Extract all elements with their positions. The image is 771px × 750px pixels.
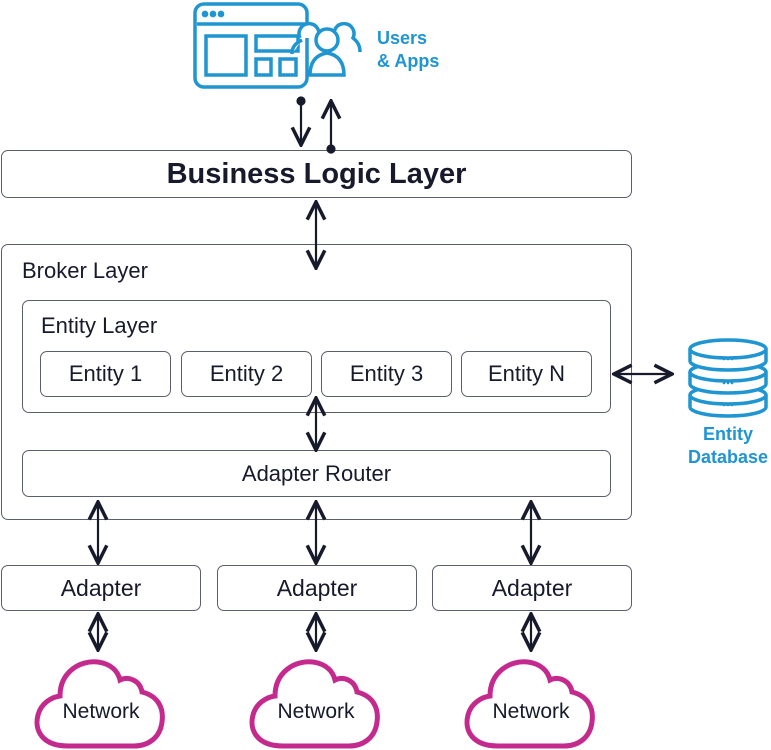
browser-users-icon: [193, 2, 362, 89]
network-label: Network: [492, 700, 570, 723]
entity-layer-title: Entity Layer: [41, 313, 158, 338]
network-label: Network: [277, 700, 355, 723]
network-label: Network: [62, 700, 140, 723]
adapter-box[interactable]: Adapter: [217, 565, 417, 611]
entity-box[interactable]: Entity N: [461, 351, 592, 397]
users-apps-label: Users & Apps: [377, 28, 440, 71]
entity-box[interactable]: Entity 2: [181, 351, 312, 397]
adapter-router[interactable]: Adapter Router: [22, 450, 611, 497]
adapter-box[interactable]: Adapter: [432, 565, 632, 611]
adapter-box[interactable]: Adapter: [1, 565, 201, 611]
broker-layer-title: Broker Layer: [22, 258, 148, 283]
entity-box[interactable]: Entity 1: [40, 351, 171, 397]
entity-box[interactable]: Entity 3: [321, 351, 452, 397]
users-bll-arrows: [298, 96, 335, 154]
database-icon: [688, 338, 768, 418]
entity-database-label: Entity Database: [687, 424, 769, 467]
business-logic-layer[interactable]: Business Logic Layer: [1, 150, 632, 198]
